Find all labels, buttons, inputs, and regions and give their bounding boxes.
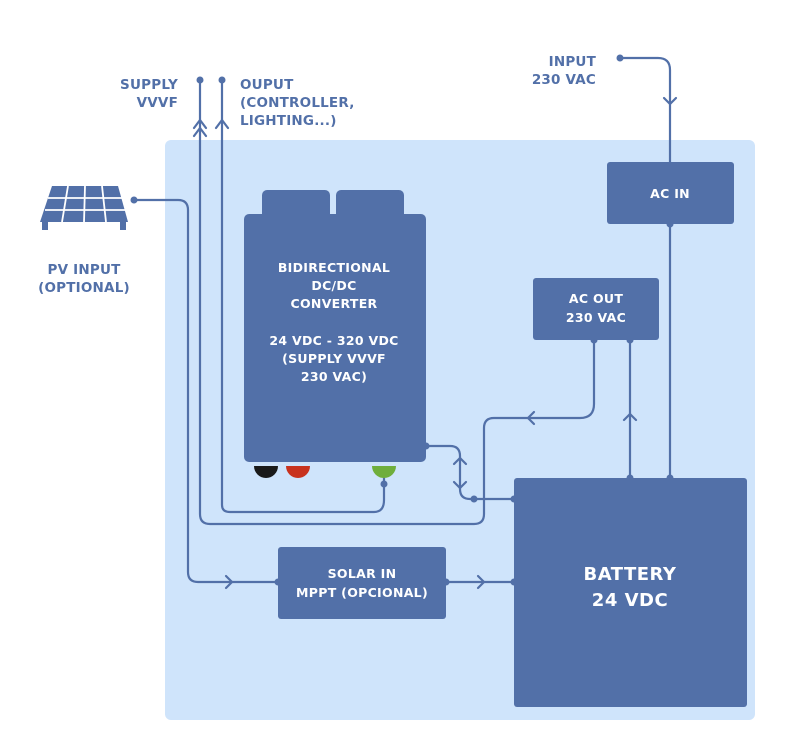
terminal-black (254, 466, 278, 478)
converter-box: BIDIRECTIONAL DC/DC CONVERTER 24 VDC - 3… (244, 190, 426, 478)
output-line-2: (CONTROLLER, (240, 95, 355, 111)
dot-input-start (616, 54, 624, 62)
dot-pv-start (130, 196, 138, 204)
wire-pv-solar (132, 198, 280, 584)
supply-label: SUPPLY VVVF (120, 77, 178, 111)
arrow-converter-bidir (452, 456, 468, 490)
battery-box: BATTERY 24 VDC (514, 478, 747, 707)
arrow-supply-up (192, 118, 208, 138)
output-label: OUPUT (CONTROLLER, LIGHTING...) (240, 77, 355, 129)
wires (132, 56, 672, 584)
ac-in-label: AC IN (650, 186, 690, 201)
ac-out-line-1: AC OUT (569, 291, 623, 306)
solar-line-1: SOLAR IN (328, 566, 397, 581)
converter-line-1: BIDIRECTIONAL (278, 260, 390, 275)
dot-supply-top (196, 76, 204, 84)
input-line-2: 230 VAC (532, 72, 596, 88)
dot-battery-left-upper (470, 495, 478, 503)
supply-line-2: VVVF (137, 95, 178, 111)
arrows (192, 96, 678, 590)
input-line-1: INPUT (549, 54, 597, 70)
output-line-1: OUPUT (240, 77, 294, 93)
output-line-3: LIGHTING...) (240, 113, 337, 129)
pv-line-1: PV INPUT (47, 262, 121, 278)
battery-line-1: BATTERY (584, 564, 677, 585)
input-label: INPUT 230 VAC (532, 54, 597, 88)
solar-panel-icon (40, 185, 128, 230)
arrow-acout-left (526, 410, 536, 426)
pv-line-2: (OPTIONAL) (38, 280, 130, 296)
battery-line-2: 24 VDC (592, 590, 668, 611)
wire-input-ac (618, 56, 672, 164)
wire-supply-vvvf (198, 78, 596, 526)
supply-line-1: SUPPLY (120, 77, 178, 93)
converter-line-5: 24 VDC - 320 VDC (269, 333, 398, 348)
dot-output-end (380, 480, 388, 488)
dot-output-top (218, 76, 226, 84)
ac-out-line-2: 230 VAC (566, 310, 626, 325)
terminal-red (286, 466, 310, 478)
arrow-solar-right (476, 574, 486, 590)
ac-out-box: AC OUT 230 VAC (533, 278, 659, 340)
solar-box: SOLAR IN MPPT (OPCIONAL) (278, 547, 446, 619)
wire-output (220, 78, 386, 514)
arrow-pv-right (224, 574, 234, 590)
wire-converter-battery (424, 444, 516, 501)
converter-line-3: CONVERTER (291, 296, 378, 311)
converter-line-6: (SUPPLY VVVF (282, 351, 386, 366)
arrow-acout-up (622, 412, 638, 422)
terminal-green (372, 466, 396, 478)
solar-line-2: MPPT (OPCIONAL) (296, 585, 428, 600)
pv-label: PV INPUT (OPTIONAL) (38, 262, 130, 296)
arrow-output-up (214, 118, 230, 130)
converter-line-7: 230 VAC) (301, 369, 367, 384)
converter-line-2: DC/DC (311, 278, 356, 293)
arrow-input-down (662, 96, 678, 106)
ac-in-box: AC IN (607, 162, 734, 224)
